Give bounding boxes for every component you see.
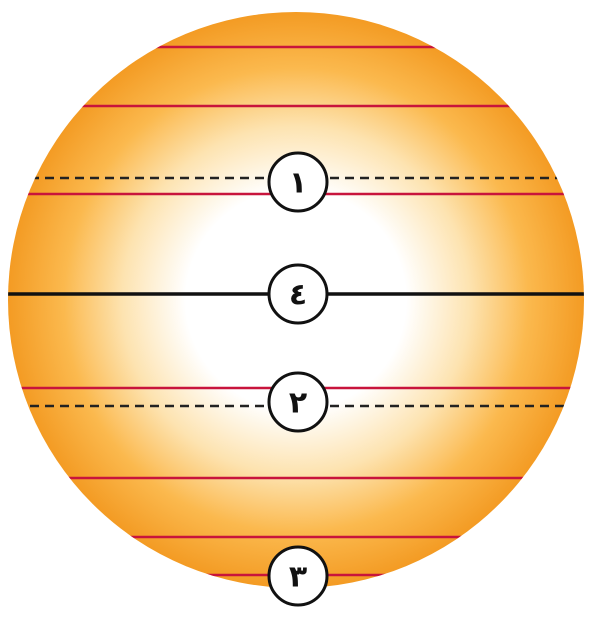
marker-1: ١ bbox=[269, 153, 327, 211]
marker-3-label: ٣ bbox=[289, 560, 307, 595]
marker-1-label: ١ bbox=[289, 166, 307, 201]
marker-4-label: ٤ bbox=[289, 278, 307, 313]
marker-4: ٤ bbox=[269, 265, 327, 323]
marker-2-label: ٢ bbox=[289, 386, 307, 421]
marker-2: ٢ bbox=[269, 373, 327, 431]
marker-3: ٣ bbox=[269, 547, 327, 605]
